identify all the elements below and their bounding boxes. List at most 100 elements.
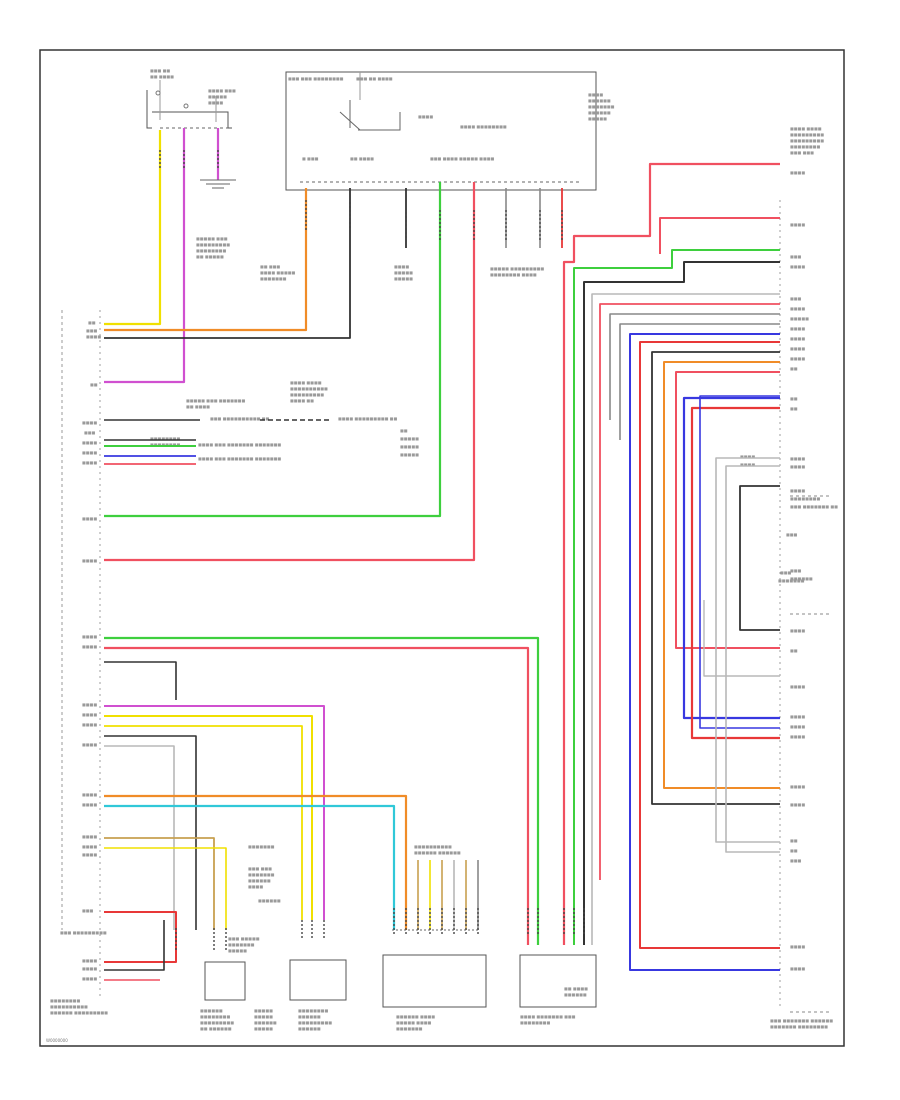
svg-text:■■■■: ■■■■ (82, 420, 97, 425)
svg-text:■■■■: ■■■■ (790, 488, 805, 493)
svg-text:■■ ■■■■: ■■ ■■■■ (150, 74, 174, 79)
diagram-frame (39, 49, 845, 1047)
svg-text:■■■■■■■■: ■■■■■■■■ (790, 496, 820, 501)
svg-text:■■■■■ ■■■ ■■■■■■■: ■■■■■ ■■■ ■■■■■■■ (186, 398, 245, 403)
svg-text:■■■■■: ■■■■■ (400, 436, 419, 441)
svg-text:■■■■■■■: ■■■■■■■ (248, 872, 275, 877)
svg-text:■■■■: ■■■■ (790, 356, 805, 361)
svg-text:■■■■■■ ■■■■: ■■■■■■ ■■■■ (396, 1014, 435, 1019)
svg-text:■■■■■■■■■: ■■■■■■■■■ (200, 1020, 234, 1025)
svg-text:■■■■: ■■■■ (82, 440, 97, 445)
svg-text:■■■■: ■■■■ (790, 714, 805, 719)
svg-text:■■: ■■ (790, 848, 798, 853)
svg-text:■■: ■■ (790, 366, 798, 371)
svg-text:■■■■: ■■■■ (82, 702, 97, 707)
svg-text:■■ ■■■: ■■ ■■■ (260, 264, 280, 269)
svg-text:■■■■■■■■■■: ■■■■■■■■■■ (50, 1004, 88, 1009)
svg-text:■■■■ ■■■■■: ■■■■ ■■■■■ (260, 270, 296, 275)
svg-text:■■■■■■■■: ■■■■■■■■ (196, 248, 226, 253)
svg-text:■■■■■■■■ ■■■■: ■■■■■■■■ ■■■■ (490, 272, 537, 277)
svg-text:■■■■■: ■■■■■ (400, 452, 419, 457)
svg-text:■■■■: ■■■■ (82, 712, 97, 717)
svg-text:■■■■: ■■■■ (790, 944, 805, 949)
svg-text:■■■■■ ■■■■: ■■■■■ ■■■■ (396, 1020, 432, 1025)
svg-text:■■■: ■■■ (790, 296, 802, 301)
svg-text:■■■ ■■■ ■■■■■■■■: ■■■ ■■■ ■■■■■■■■ (288, 76, 344, 81)
svg-text:■■■■ ■■: ■■■■ ■■ (290, 398, 314, 403)
wire-yellow-ig (104, 130, 162, 326)
svg-text:■■■■ ■■■ ■■■■■■■ ■■■■■■■: ■■■■ ■■■ ■■■■■■■ ■■■■■■■ (198, 442, 281, 447)
svg-text:■■■■: ■■■■ (86, 334, 101, 339)
page-label: W0000000 (46, 1038, 68, 1043)
svg-text:■■■■ ■■■■■■■■■ ■■: ■■■■ ■■■■■■■■■ ■■ (338, 416, 397, 421)
wire-red-main (562, 162, 780, 945)
svg-text:■■■■: ■■■■ (740, 462, 755, 467)
svg-text:■■ ■■■■: ■■ ■■■■ (186, 404, 210, 409)
svg-text:■■■■: ■■■■ (82, 516, 97, 521)
svg-text:■■: ■■ (88, 320, 96, 325)
svg-text:■■■■: ■■■■ (82, 450, 97, 455)
svg-text:■■■■■■■■■: ■■■■■■■■■ (790, 132, 824, 137)
svg-text:■■■: ■■■ (786, 532, 798, 537)
svg-text:■■ ■■■■■■: ■■ ■■■■■■ (200, 1026, 232, 1031)
module-bottom-2: ■■■■■■■■ ■■■■■■ ■■■■■■■■■ ■■■■■■ ■■■■■ ■… (228, 844, 347, 1031)
svg-text:■■■■: ■■■■ (82, 852, 97, 857)
svg-text:■■■■: ■■■■ (790, 464, 805, 469)
svg-text:■■■■■■■■■■: ■■■■■■■■■■ (290, 386, 328, 391)
svg-text:■■■■■■■: ■■■■■■■ (778, 578, 805, 583)
svg-text:■■■■: ■■■■ (248, 884, 263, 889)
module-bottom-1: ■■■■■■ ■■■■■■■■ ■■■■■■■■■ ■■ ■■■■■■ (200, 961, 246, 1031)
sda-connector-module: ■■■■■■ ■■■■ ■■■■■ ■■■■ ■■■■■■■ ■■■■■■■■■… (382, 844, 487, 1031)
svg-text:■■■■: ■■■■ (790, 734, 805, 739)
svg-text:■■■■■■■■■: ■■■■■■■■■ (196, 242, 230, 247)
svg-text:■■■■: ■■■■ (790, 628, 805, 633)
svg-text:■■■■■: ■■■■■ (394, 270, 413, 275)
svg-text:■■■■■■ ■■■■■■■■■: ■■■■■■ ■■■■■■■■■ (50, 1010, 108, 1015)
svg-text:■■■■: ■■■■ (790, 222, 805, 227)
svg-text:■■■■: ■■■■ (790, 456, 805, 461)
svg-text:■■■: ■■■ (84, 430, 96, 435)
svg-text:■■■■ ■■■■■■■■: ■■■■ ■■■■■■■■ (460, 124, 507, 129)
svg-text:■■■■: ■■■■ (588, 92, 603, 97)
svg-text:■■■■■: ■■■■■ (254, 1026, 273, 1031)
svg-text:■■■■■■: ■■■■■■ (258, 898, 281, 903)
svg-text:■■ ■■■■: ■■ ■■■■ (350, 156, 374, 161)
svg-text:■■■ ■■■■ ■■■■■ ■■■■: ■■■ ■■■■ ■■■■■ ■■■■ (430, 156, 495, 161)
svg-text:■■■■: ■■■■ (790, 346, 805, 351)
wire-harness (104, 128, 780, 981)
svg-text:■■■ ■■■■■: ■■■ ■■■■■ (228, 936, 260, 941)
svg-text:■■■■■■■■: ■■■■■■■■ (150, 436, 180, 441)
connector-pins (159, 150, 585, 950)
svg-text:■■ ■■■■■: ■■ ■■■■■ (196, 254, 224, 259)
svg-text:■■: ■■ (790, 648, 798, 653)
svg-text:■■■■ ■■■■: ■■■■ ■■■■ (790, 126, 822, 131)
svg-text:■■■: ■■■ (780, 570, 792, 575)
svg-text:■■■■: ■■■■ (82, 460, 97, 465)
svg-text:■■■■: ■■■■ (82, 722, 97, 727)
wire-orange (104, 188, 308, 332)
svg-text:■■■■: ■■■■ (790, 326, 805, 331)
svg-text:■■■■: ■■■■ (790, 784, 805, 789)
svg-text:■■■■■■■■■■: ■■■■■■■■■■ (414, 844, 452, 849)
svg-text:■■■: ■■■ (82, 908, 94, 913)
svg-text:■■■■: ■■■■ (790, 802, 805, 807)
mid-labels: ■■■■■ ■■■ ■■■■■■■■■ ■■■■■■■■ ■■ ■■■■■ ■■… (150, 236, 805, 583)
svg-text:■■■■■■■■: ■■■■■■■■ (150, 442, 180, 447)
svg-text:■■■: ■■■ (86, 328, 98, 333)
svg-text:■■■ ■■■■■■■■■■ ■■: ■■■ ■■■■■■■■■■ ■■ (210, 416, 269, 421)
svg-text:■■■■: ■■■■ (790, 264, 805, 269)
shift-position-sensor: ■■■■ ■■■■■■■ ■■■ ■■■■■■■■ ■■ ■■■■ ■■■■■■ (519, 954, 597, 1025)
svg-text:■■■■■■: ■■■■■■ (254, 1020, 277, 1025)
svg-text:■■■: ■■■ (790, 858, 802, 863)
svg-text:■■■■: ■■■■ (790, 684, 805, 689)
svg-text:■■■ ■■■■■■■ ■■■■■■: ■■■ ■■■■■■■ ■■■■■■ (770, 1018, 833, 1023)
svg-text:■■■■■■: ■■■■■■ (248, 878, 271, 883)
ground-symbol (200, 179, 236, 189)
wire-violet-acc (104, 128, 186, 384)
svg-text:■■: ■■ (790, 406, 798, 411)
svg-text:■■■■■■■■: ■■■■■■■■ (790, 144, 820, 149)
svg-text:■■■■: ■■■■ (790, 724, 805, 729)
svg-text:■■■■■■: ■■■■■■ (200, 1008, 223, 1013)
svg-text:■■■■■■■: ■■■■■■■ (248, 844, 275, 849)
wire-pink (104, 182, 476, 562)
